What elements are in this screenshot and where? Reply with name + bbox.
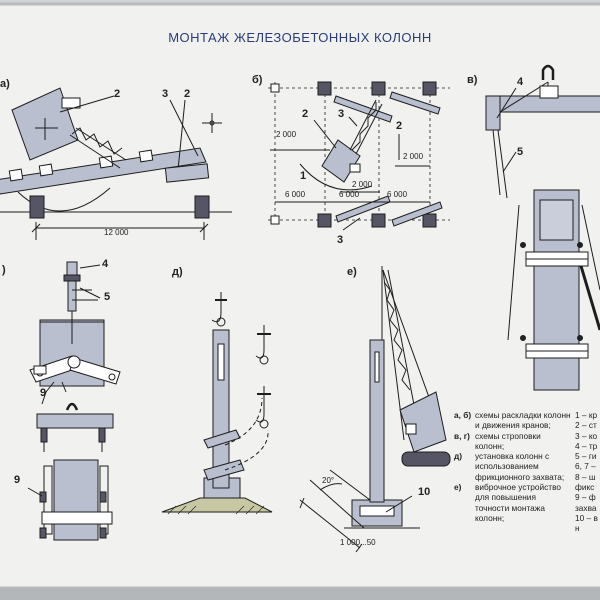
callout-g-4: 4 (102, 258, 109, 270)
callout-a-2b: 2 (184, 88, 191, 100)
legend-number-item: 4 – тр (575, 440, 598, 451)
callout-b-3-bottom: 3 (337, 234, 344, 246)
legend-text: схемы раскладки колонн и движения кранов… (475, 410, 571, 431)
legend-number-item: 10 – в (575, 512, 598, 523)
panel-v-drawing (485, 64, 600, 391)
dim-b-6000-b: 6 000 (339, 190, 360, 199)
drawing-lines (0, 64, 600, 553)
dim-b-2000-left: 2 000 (276, 130, 297, 139)
callout-g-9a: 9 (40, 387, 47, 399)
callout-a-2: 2 (114, 88, 121, 100)
dim-b-6000-c: 6 000 (387, 190, 408, 199)
panel-label-g: ) (2, 264, 6, 276)
legend-number-item: 9 – ф (575, 492, 596, 503)
board-frame-bottom (0, 588, 600, 600)
legend-text: схемы строповки колонн; (475, 430, 541, 451)
legend-key: д) (454, 451, 463, 462)
legend-number-item: 5 – ги (575, 451, 597, 462)
dim-b-2000-mid: 2 000 (352, 180, 373, 189)
panel-b-drawing (268, 81, 450, 231)
panel-label-a: а) (0, 78, 10, 90)
legend-number-item: н (575, 523, 580, 534)
callout-b-1: 1 (300, 170, 307, 182)
legend-number-item: 2 – ст (575, 420, 597, 431)
legend-key: а, б) (454, 410, 472, 420)
legend-text: виброчное устройство для повышения точно… (475, 482, 562, 523)
panel-d-drawing (161, 292, 273, 515)
legend-number-item: 3 – ко (575, 430, 598, 441)
dim-e-range: 1 000...50 (340, 538, 376, 547)
legend-number-item: 8 – ш (575, 471, 596, 482)
panel-g-drawing (27, 261, 121, 541)
dim-b-2000-right: 2 000 (403, 152, 424, 161)
panel-label-b: б) (252, 74, 263, 86)
callout-v-4: 4 (517, 76, 524, 88)
legend-number-item: захва (575, 502, 597, 513)
callout-v-5: 5 (517, 146, 524, 158)
callout-b-3-top: 3 (338, 108, 345, 120)
legend-item-e: е) виброчное устройство для повышения точ… (454, 482, 572, 523)
panel-a-drawing (0, 87, 232, 240)
legend-number-item: 6, 7 – (575, 461, 596, 472)
legend-text: установка колонн с использованием фрикци… (475, 451, 565, 482)
panel-label-d: д) (172, 266, 183, 278)
legend-item-d: д) установка колонн с использованием фрик… (454, 451, 572, 482)
panel-label-e: е) (347, 266, 357, 278)
legend-number-item: 1 – кр (575, 410, 598, 420)
legend-item-vg: в, г) схемы строповки колонн; (454, 431, 572, 452)
dim-a-span: 12 000 (104, 228, 129, 237)
callout-g-9b: 9 (14, 474, 21, 486)
panel-e-drawing (299, 266, 451, 553)
callout-b-2-right: 2 (396, 120, 403, 132)
panel-label-v: в) (467, 74, 478, 86)
callout-g-5: 5 (104, 291, 111, 303)
legend-numbers: 1 – кр 2 – ст 3 – ко 4 – тр 5 – ги 6, 7 … (575, 410, 600, 534)
legend-descriptions: а, б)схемы раскладки колонн и движения к… (454, 410, 572, 523)
callout-e-10: 10 (418, 486, 431, 498)
legend-number-item: фикс (575, 482, 595, 493)
legend-item-ab: а, б)схемы раскладки колонн и движения к… (454, 410, 572, 431)
callout-a-3: 3 (162, 88, 169, 100)
legend-key: е) (454, 482, 462, 493)
poster-title: МОНТАЖ ЖЕЛЕЗОБЕТОННЫХ КОЛОНН (168, 30, 432, 45)
dim-e-angle: 20° (322, 476, 335, 485)
callout-b-2: 2 (302, 108, 309, 120)
legend-key: в, г) (454, 430, 470, 441)
dim-b-6000-a: 6 000 (285, 190, 306, 199)
